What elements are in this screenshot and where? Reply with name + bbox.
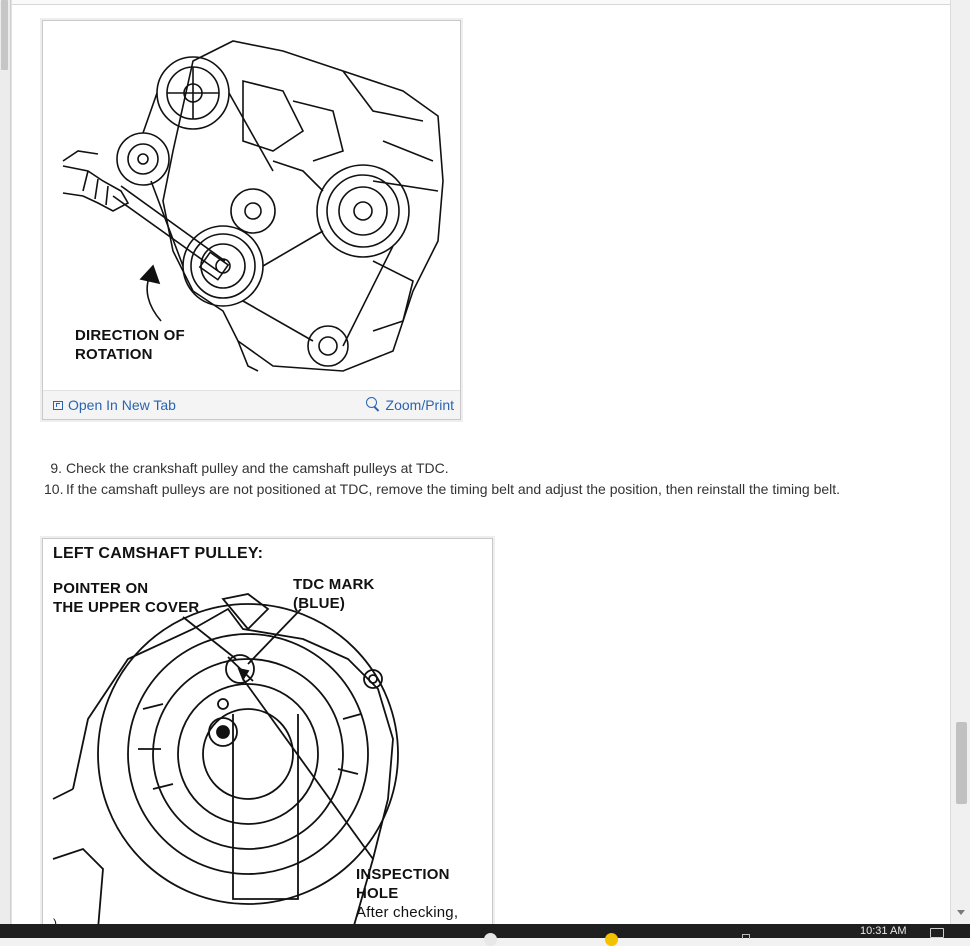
caption-after-checking: After checking, bbox=[356, 904, 459, 921]
scroll-down-arrow-icon[interactable] bbox=[957, 910, 965, 915]
caption-inspection-hole: INSPECTION HOLE bbox=[356, 866, 450, 902]
document-page: DIRECTION OF ROTATION Open In New Tab Zo… bbox=[11, 0, 951, 924]
open-new-tab-icon bbox=[53, 400, 63, 410]
camshaft-pulley-illustration: ) bbox=[52, 593, 399, 924]
left-scroll-gutter[interactable] bbox=[0, 0, 11, 924]
caption-direction-of-rotation: DIRECTION OF ROTATION bbox=[75, 327, 185, 363]
tray-icon[interactable] bbox=[930, 928, 944, 938]
open-in-new-tab-label: Open In New Tab bbox=[68, 397, 176, 413]
step-text: Check the crankshaft pulley and the cams… bbox=[66, 460, 449, 476]
caption-left-camshaft-pulley: LEFT CAMSHAFT PULLEY: bbox=[53, 545, 264, 562]
figure-crankshaft-rotation: DIRECTION OF ROTATION Open In New Tab Zo… bbox=[42, 20, 461, 420]
right-scrollbar[interactable] bbox=[950, 0, 970, 924]
taskbar-app-icon[interactable] bbox=[484, 933, 497, 946]
taskbar-app-icon-yellow[interactable] bbox=[605, 933, 618, 946]
zoom-print-link[interactable]: Zoom/Print bbox=[365, 397, 454, 413]
step-number: 9. bbox=[50, 460, 62, 476]
figure-left-camshaft-pulley: ) LEFT CAMSHAFT PULLEY: POINTER ON THE U… bbox=[42, 538, 493, 924]
caption-tdc-mark: TDC MARK (BLUE) bbox=[293, 576, 375, 612]
step-number: 10. bbox=[44, 481, 64, 497]
step-text: If the camshaft pulleys are not position… bbox=[66, 481, 841, 497]
engine-illustration bbox=[62, 40, 444, 372]
step-item: 9. Check the crankshaft pulley and the c… bbox=[44, 458, 840, 479]
right-scroll-thumb[interactable] bbox=[956, 722, 967, 804]
taskbar-clock[interactable]: 10:31 AM bbox=[860, 925, 907, 937]
step-item: 10. If the camshaft pulleys are not posi… bbox=[44, 479, 840, 500]
magnifier-icon bbox=[365, 397, 381, 413]
figure-toolbar: Open In New Tab Zoom/Print bbox=[43, 390, 460, 419]
taskbar: 10:31 AM bbox=[0, 924, 970, 946]
caption-pointer-on-upper-cover: POINTER ON THE UPPER COVER bbox=[53, 580, 200, 616]
open-in-new-tab-link[interactable]: Open In New Tab bbox=[53, 397, 176, 413]
svg-text:): ) bbox=[53, 916, 57, 924]
procedure-steps: 9. Check the crankshaft pulley and the c… bbox=[44, 458, 840, 500]
left-scroll-thumb[interactable] bbox=[1, 0, 8, 70]
taskbar-small-icon[interactable] bbox=[742, 934, 750, 939]
top-rule bbox=[12, 0, 951, 5]
zoom-print-label: Zoom/Print bbox=[385, 397, 454, 413]
